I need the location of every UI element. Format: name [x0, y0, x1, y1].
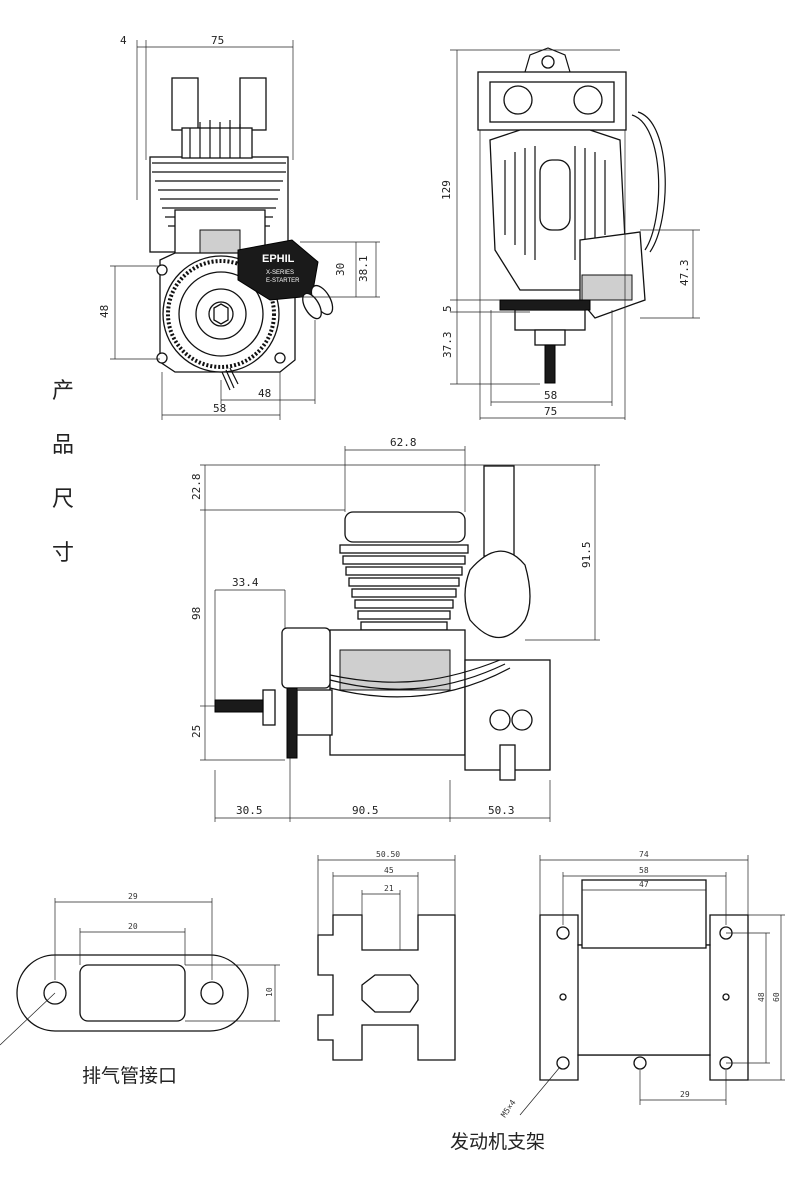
caption: 排气管接口 — [82, 1065, 177, 1087]
dim-label: 22.8 — [190, 474, 203, 501]
exhaust-pipe — [239, 77, 267, 131]
prop-nut — [213, 303, 229, 325]
dim-label: 74 — [639, 850, 649, 859]
side-title-char: 尺 — [52, 487, 74, 512]
dim-label: 29 — [680, 1090, 690, 1099]
side-title-char: 品 — [52, 433, 74, 458]
front-view: 4 75 — [98, 34, 380, 420]
crank-shaft — [544, 344, 556, 384]
exhaust-port — [79, 964, 186, 1022]
dim-label: 30.5 — [236, 804, 263, 817]
dim-label: 33.4 — [232, 576, 259, 589]
dim-label: 30 — [334, 263, 347, 276]
dim-label: 58 — [544, 389, 557, 402]
bracket-cutout — [577, 944, 711, 1056]
rear-view: 129 47.3 5 37.3 58 75 — [440, 47, 700, 420]
cylinder-head-cover — [344, 511, 466, 543]
starter-gear — [499, 299, 591, 311]
starter-gear — [286, 687, 298, 759]
cylinder-fins — [339, 544, 469, 631]
dim-label: 37.3 — [441, 332, 454, 359]
side-title-char: 产 — [52, 379, 74, 404]
dim-label: 75 — [211, 34, 224, 47]
dim-label: 5 — [441, 305, 454, 312]
dim-label: 48 — [98, 305, 111, 318]
dim-label: 50.3 — [488, 804, 515, 817]
exhaust-pipe — [171, 77, 199, 131]
dim-label: 47 — [639, 880, 649, 889]
cylinder-head — [149, 120, 289, 253]
dim-label: 21 — [384, 884, 394, 893]
dim-label: 48 — [757, 992, 766, 1002]
module-label: E-STARTER — [266, 278, 300, 284]
dim-label: 90.5 — [352, 804, 379, 817]
dim-label: 29 — [128, 892, 138, 901]
mount-bracket-top-drawing: 74 58 47 48 60 29 M5×4 发动机支架 — [450, 850, 785, 1153]
ignition-module — [281, 627, 331, 689]
dim-label: 10 — [265, 987, 274, 997]
bracket-holes — [556, 926, 733, 1070]
dim-label: 45 — [384, 866, 394, 875]
brand-logo: EPHIL — [262, 253, 295, 265]
side-title: 产 品 尺 寸 — [52, 379, 74, 566]
dim-label: 4 — [120, 34, 127, 47]
side-title-char: 寸 — [52, 541, 74, 566]
dim-label: 75 — [544, 405, 557, 418]
module-label: X-SERIES — [266, 270, 294, 276]
dim-label: 60 — [772, 992, 781, 1002]
dim-label: 98 — [190, 607, 203, 620]
dim-label: 58 — [639, 866, 649, 875]
dim-label: 47.3 — [678, 260, 691, 287]
muffler — [464, 550, 531, 638]
dim-label: 58 — [213, 402, 226, 415]
dim-label: 62.8 — [390, 436, 417, 449]
dim-label: 20 — [128, 922, 138, 931]
ignition-module: EPHIL X-SERIES E-STARTER — [237, 239, 319, 301]
caption: 发动机支架 — [450, 1131, 545, 1153]
dim-label: 91.5 — [580, 542, 593, 569]
spring — [221, 367, 239, 391]
dim-label: M5×4 — [499, 1098, 518, 1119]
mount-hole — [200, 981, 224, 1005]
dim-label: 129 — [440, 180, 453, 200]
mount-bracket-side-drawing: 50.50 45 21 — [317, 850, 456, 1061]
dim-label: 48 — [258, 387, 271, 400]
dim-label: 25 — [190, 725, 203, 738]
cooling-fins — [504, 146, 606, 260]
exhaust-pipe — [483, 465, 515, 557]
dim-label: 38.1 — [357, 256, 370, 283]
exhaust-flange-drawing: 29 20 10 排气管接口 — [0, 892, 280, 1087]
prop-shaft — [214, 699, 264, 713]
side-view: 62.8 22.8 91.5 33.4 98 25 30.5 90.5 50.3 — [190, 436, 600, 822]
dim-label: 50.50 — [376, 850, 400, 859]
